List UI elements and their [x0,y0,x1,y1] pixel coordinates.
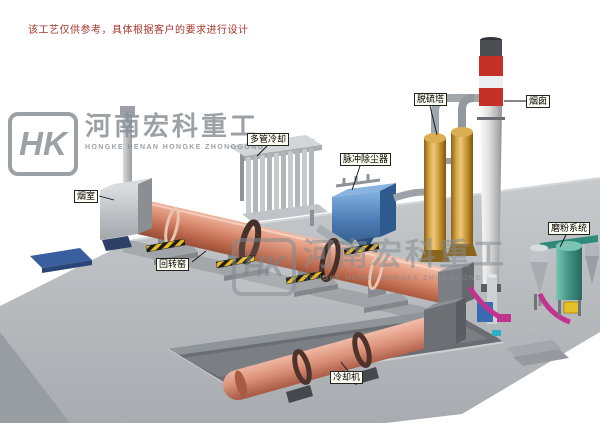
label-pulse-dust-collector: 脉冲除尘器 [340,153,392,166]
label-grinding-system: 磨粉系统 [548,222,591,235]
label-multi-tube-cooler: 多管冷却 [247,133,290,146]
label-chimney: 烟囱 [526,95,551,108]
smoke-chamber [100,106,152,251]
label-desulfurization-tower: 脱硫塔 [414,93,448,106]
label-cooling-machine: 冷却机 [330,371,364,384]
leader-lines [98,100,567,372]
multi-tube-cooler [228,135,328,234]
blue-pad [30,248,92,273]
platform-steps [498,330,569,366]
desulfurization-towers [420,94,479,262]
mill-accessories [467,274,511,336]
disclaimer-text: 该工艺仅供参考，具体根据客户的要求进行设计 [28,25,249,36]
label-rotary-kiln: 回转窑 [156,258,190,271]
chimney [477,37,505,292]
kiln-head-hood [424,262,474,352]
label-smoke-chamber: 烟室 [74,190,99,203]
grinding-system [530,235,599,325]
